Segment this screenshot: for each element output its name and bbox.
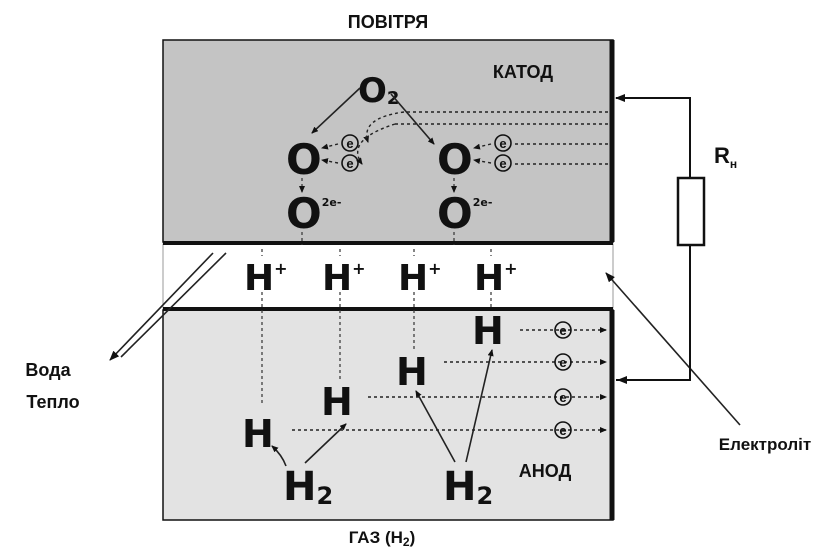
oxygen-ion-right: O2e- [437,189,492,238]
cathode-electron-to-left-2 [321,158,339,165]
cathode-region [162,39,614,243]
hydrogen-atom-2: H [321,380,353,424]
hydrogen-molecule-left: H2 [283,464,333,510]
svg-text:e: e [499,156,506,171]
cathode-electron-to-right-2 [473,158,492,164]
o2-split-arrow-right [390,93,435,145]
cathode-electron-curve-2 [356,123,396,165]
electron-anode-4: e [554,421,572,439]
proton-1: H+ [244,258,288,299]
air-label: ПОВІТРЯ [348,12,428,32]
proton-4: H+ [474,258,518,299]
dissociation-arrow-1 [271,445,287,467]
dissociation-arrow-3 [415,390,456,463]
svg-text:e: e [499,136,506,151]
hydrogen-molecule-right: H2 [443,464,493,510]
svg-text:e: e [346,156,353,171]
electron-anode-2: e [554,353,572,371]
o2-split-arrow-left [311,87,361,134]
external-circuit-bottom [616,245,691,381]
svg-text:e: e [559,355,566,370]
load-label: Rн [714,143,737,171]
oxygen-atom-left: O [286,135,322,184]
cathode-electron-to-right-1 [473,143,492,150]
heat-arrow [120,252,227,358]
proton-3: H+ [398,258,442,299]
external-circuit-top [615,94,691,178]
svg-text:e: e [559,323,566,338]
hydrogen-atom-3: H [396,350,428,394]
dissociation-arrow-4 [465,349,494,463]
anode-label: АНОД [519,461,572,481]
load-resistor [676,176,706,247]
hydrogen-atom-4: H [472,309,504,353]
water-label: Вода [25,360,71,380]
svg-text:e: e [346,136,353,151]
svg-text:e: e [559,390,566,405]
electrolyte-label: Електроліт [719,435,811,454]
cathode-electron-to-left-1 [321,143,339,150]
oxygen-atom-right: O [437,135,473,184]
electron-cathode-right-2: e [494,154,512,172]
hydrogen-atom-1: H [242,412,274,456]
electrolyte-arrow [605,272,741,426]
svg-text:e: e [559,423,566,438]
heat-label: Тепло [26,392,79,412]
electron-cathode-left-1: e [341,134,359,152]
electron-anode-1: e [554,321,572,339]
gas-label: ГАЗ (H2) [349,528,416,549]
proton-2: H+ [322,258,366,299]
oxygen-molecule: O2 [358,71,399,111]
electron-cathode-left-2: e [341,154,359,172]
water-arrow [109,252,214,361]
oxygen-ion-left: O2e- [286,189,341,238]
cathode-electron-curve-1 [363,111,405,143]
dissociation-arrow-2 [304,423,347,464]
anode-region [162,309,614,521]
electron-cathode-right-1: e [494,134,512,152]
electrolyte-region [162,243,614,309]
electron-anode-3: e [554,388,572,406]
cathode-label: КАТОД [493,62,553,82]
